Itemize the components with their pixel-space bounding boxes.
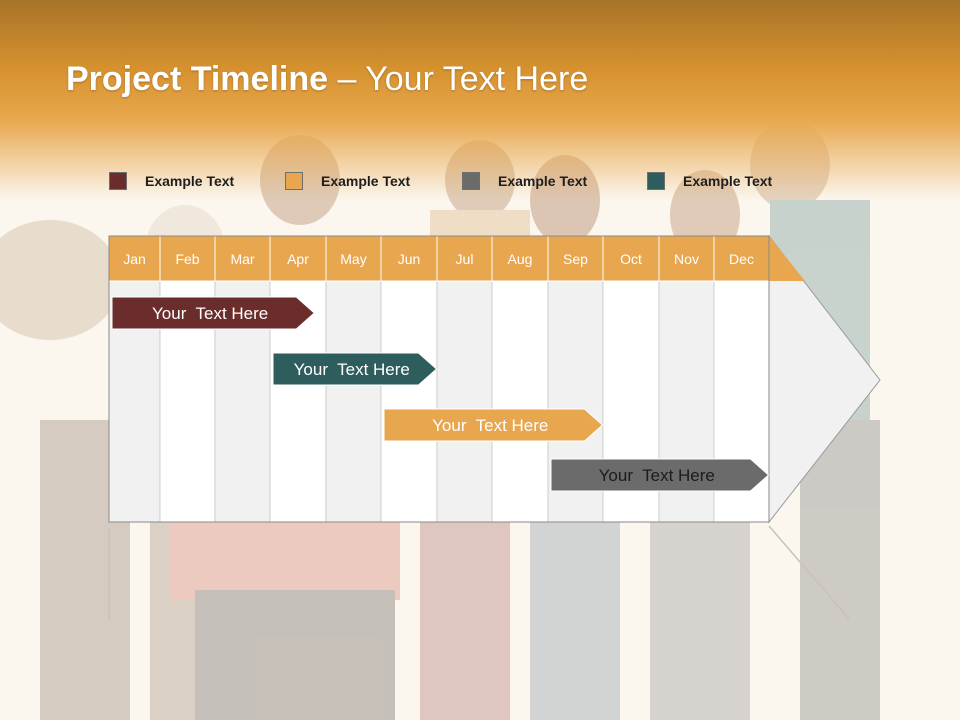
legend-label-1: Example Text xyxy=(145,173,235,189)
month-label: Nov xyxy=(674,251,699,267)
legend-label-3: Example Text xyxy=(498,173,588,189)
legend-swatch-1 xyxy=(109,172,127,190)
month-header-cell xyxy=(108,235,161,282)
title-rest: – Your Text Here xyxy=(328,60,589,98)
title-bold: Project Timeline xyxy=(66,60,329,98)
timeline-arrow-header-corner xyxy=(769,236,805,281)
legend-item-2: Example Text xyxy=(285,171,410,191)
task-bar xyxy=(550,458,770,492)
month-label: May xyxy=(340,251,366,267)
month-column xyxy=(436,280,493,523)
month-header-cell xyxy=(159,235,216,282)
legend-item-3: Example Text xyxy=(462,171,587,191)
task-bar xyxy=(383,408,604,442)
task-bar-label: Your Text Here xyxy=(152,304,268,323)
task-bar-label: Your Text Here xyxy=(599,466,715,485)
month-label: Mar xyxy=(230,251,254,267)
task-bar-label: Your Text Here xyxy=(294,360,410,379)
month-column xyxy=(491,280,549,523)
month-label: Apr xyxy=(287,251,309,267)
month-header-cell xyxy=(491,235,549,282)
legend-swatch-3 xyxy=(462,172,480,190)
task-bar xyxy=(272,352,438,386)
legend-label-2: Example Text xyxy=(321,173,411,189)
month-label: Aug xyxy=(508,251,533,267)
legend-item-4: Example Text xyxy=(647,171,772,191)
month-label: Dec xyxy=(729,251,754,267)
month-label: Jun xyxy=(398,251,421,267)
month-column xyxy=(325,280,382,523)
legend-item-1: Example Text xyxy=(109,171,234,191)
month-label: Jul xyxy=(456,251,474,267)
timeline-frame xyxy=(108,235,770,523)
month-header-cell xyxy=(269,235,327,282)
month-header-cell xyxy=(380,235,438,282)
month-column xyxy=(380,280,438,523)
legend-swatch-2 xyxy=(285,172,303,190)
task-bar xyxy=(111,296,316,330)
month-label: Oct xyxy=(620,251,642,267)
month-label: Jan xyxy=(123,251,146,267)
legend-swatch-4 xyxy=(647,172,665,190)
month-header-cell xyxy=(602,235,660,282)
month-header-cell xyxy=(658,235,715,282)
month-label: Sep xyxy=(563,251,588,267)
reflection-arrow-edge xyxy=(768,525,851,621)
page-title: Project Timeline – Your Text Here xyxy=(66,60,588,99)
header-band xyxy=(0,0,960,200)
legend-label-4: Example Text xyxy=(683,173,773,189)
month-label: Feb xyxy=(175,251,199,267)
task-bar-label: Your Text Here xyxy=(432,416,548,435)
